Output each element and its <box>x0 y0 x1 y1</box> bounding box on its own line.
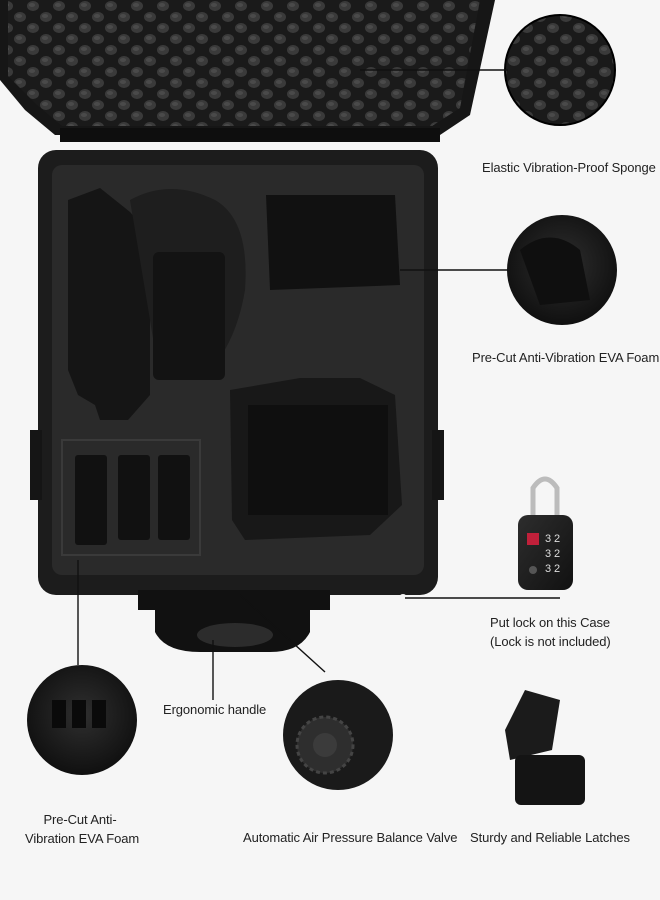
callout-sponge: Elastic Vibration-Proof Sponge <box>482 160 656 175</box>
battery-slot-1 <box>75 455 107 545</box>
latch-detail <box>490 685 600 805</box>
callout-eva-foam-right: Pre-Cut Anti-Vibration EVA Foam <box>472 350 660 365</box>
callout-eva-foam-left: Pre-Cut Anti- Vibration EVA Foam <box>25 810 140 848</box>
callout-latches: Sturdy and Reliable Latches <box>470 830 630 845</box>
eva-foam-detail-right <box>507 215 617 325</box>
callout-eva-left-line-2: Vibration EVA Foam <box>25 831 140 846</box>
eva-foam-detail-left <box>27 665 137 775</box>
callout-valve: Automatic Air Pressure Balance Valve <box>243 830 458 845</box>
foam-cavity-top-right <box>266 195 400 290</box>
foam-cavity-controller <box>68 188 150 420</box>
foam-cavity-small <box>153 252 225 380</box>
battery-slot-3 <box>158 455 190 540</box>
battery-slot-2 <box>118 455 150 540</box>
case-lid <box>0 0 495 142</box>
callout-handle: Ergonomic handle <box>163 702 267 717</box>
lock-dial-row-1: 3 2 <box>545 533 560 545</box>
padlock <box>518 476 573 590</box>
case-body <box>30 150 444 602</box>
leader-lines <box>77 69 560 700</box>
lock-dial-row-3: 3 2 <box>545 563 560 575</box>
lock-hole <box>399 594 407 602</box>
callout-lock-line-1: Put lock on this Case <box>490 615 611 630</box>
callout-eva-left-line-1: Pre-Cut Anti- <box>43 812 117 827</box>
ergonomic-handle <box>138 590 330 652</box>
valve-detail <box>283 680 393 790</box>
lock-dial-row-2: 3 2 <box>545 548 560 560</box>
callout-lock-line-2: (Lock is not included) <box>490 634 611 649</box>
sponge-detail <box>504 14 616 126</box>
callout-lock: Put lock on this Case (Lock is not inclu… <box>490 613 611 651</box>
